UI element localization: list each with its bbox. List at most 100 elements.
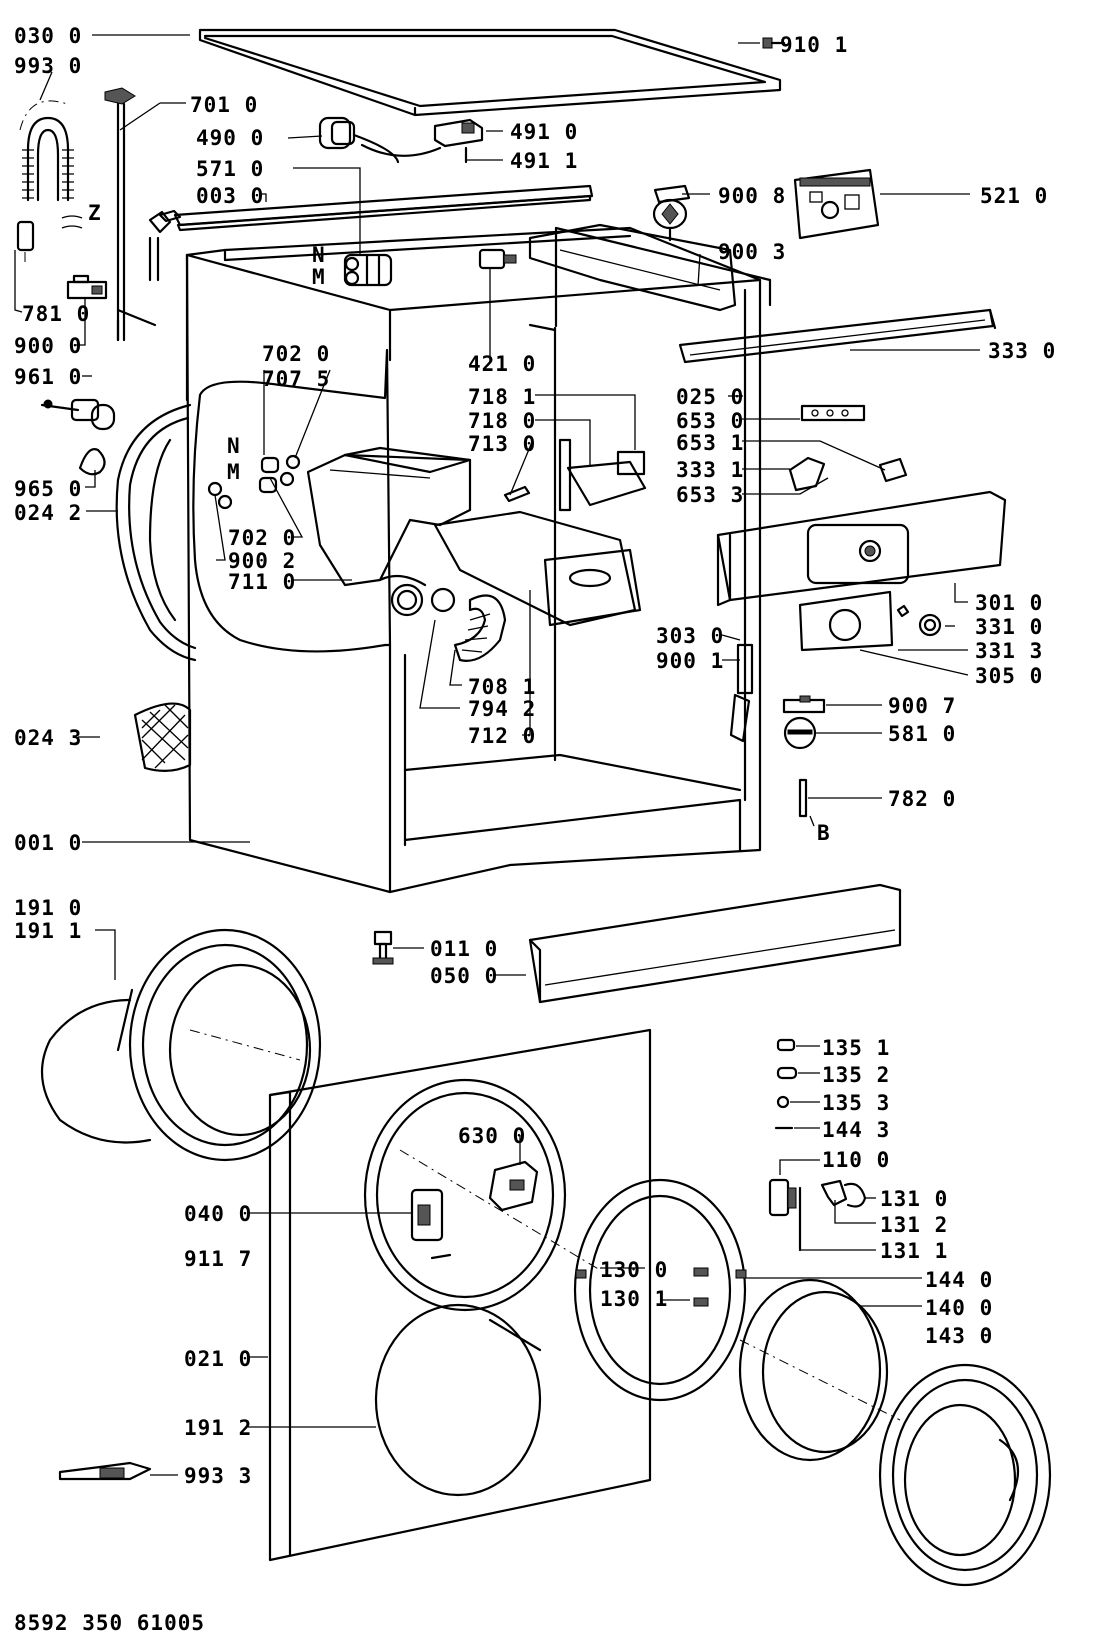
label-707-5: 707 5	[262, 367, 330, 391]
label-490-0: 490 0	[196, 126, 264, 150]
door-gasket-drawing	[40, 928, 322, 1162]
label-630-0: 630 0	[458, 1124, 526, 1148]
label-491-0: 491 0	[510, 120, 578, 144]
label-993-3: 993 3	[184, 1464, 252, 1488]
label-900-7: 900 7	[888, 694, 956, 718]
cable-clamp-drawing	[433, 118, 484, 164]
handle-parts-drawing	[768, 1178, 867, 1252]
bellows-hose-drawing	[430, 587, 507, 662]
label-708-1: 708 1	[468, 675, 536, 699]
label-040-0: 040 0	[184, 1202, 252, 1226]
label-131-1: 131 1	[880, 1239, 948, 1263]
label-130-1: 130 1	[600, 1287, 668, 1311]
label-331-0: 331 0	[975, 615, 1043, 639]
label-135-2: 135 2	[822, 1063, 890, 1087]
door-lock-drawing	[488, 1160, 539, 1212]
document-code: 8592 350 61005	[14, 1611, 205, 1635]
label-782-0: 782 0	[888, 787, 956, 811]
label-140-0: 140 0	[925, 1296, 993, 1320]
label-900-8: 900 8	[718, 184, 786, 208]
part-labels: 030 0 993 0 701 0 490 0 491 0 491 1 571 …	[14, 24, 1055, 1635]
marker-m-valve: M	[312, 265, 326, 289]
foot-drawing	[372, 930, 394, 965]
label-571-0: 571 0	[196, 157, 264, 181]
label-130-0: 130 0	[600, 1258, 668, 1282]
pressure-switch-drawing	[782, 695, 826, 750]
hose-hook-drawing	[16, 100, 83, 265]
label-191-2: 191 2	[184, 1416, 252, 1440]
label-993-0: 993 0	[14, 54, 82, 78]
small-parts-drawing	[774, 1038, 798, 1130]
label-135-1: 135 1	[822, 1036, 890, 1060]
label-718-1: 718 1	[468, 385, 536, 409]
label-965-0: 965 0	[14, 477, 82, 501]
label-900-3: 900 3	[718, 240, 786, 264]
inlet-hose-drawing	[116, 210, 172, 342]
marker-n-tube: N	[227, 434, 241, 458]
label-781-0: 781 0	[22, 302, 90, 326]
label-653-3: 653 3	[676, 483, 744, 507]
control-board-drawing	[793, 168, 880, 240]
screw-910-drawing	[762, 37, 786, 49]
label-333-1: 333 1	[676, 458, 744, 482]
kickplate-drawing	[528, 883, 902, 1004]
label-050-0: 050 0	[430, 964, 498, 988]
label-331-3: 331 3	[975, 639, 1043, 663]
spanner-tool-drawing	[58, 1461, 152, 1481]
tube-782-drawing	[798, 778, 808, 818]
label-011-0: 011 0	[430, 937, 498, 961]
marker-b: B	[817, 821, 831, 845]
label-025-0: 025 0	[676, 385, 744, 409]
label-024-2: 024 2	[14, 501, 82, 525]
label-581-0: 581 0	[888, 722, 956, 746]
label-135-3: 135 3	[822, 1091, 890, 1115]
dispenser-housing-drawing	[306, 446, 472, 617]
label-143-0: 143 0	[925, 1324, 993, 1348]
label-653-1: 653 1	[676, 431, 744, 455]
label-910-1: 910 1	[780, 33, 848, 57]
label-702-0-top: 702 0	[262, 342, 330, 366]
label-131-2: 131 2	[880, 1213, 948, 1237]
label-301-0: 301 0	[975, 591, 1043, 615]
rear-strip-drawing	[158, 184, 594, 232]
label-191-1: 191 1	[14, 919, 82, 943]
label-794-2: 794 2	[468, 697, 536, 721]
door-frame-drawing	[573, 1178, 747, 1402]
drain-hose-drawing	[104, 87, 136, 342]
label-144-3: 144 3	[822, 1118, 890, 1142]
part-900-8-drawing	[652, 184, 691, 242]
knob-plate-drawing	[798, 590, 942, 652]
rear-panel-drawing	[115, 403, 197, 662]
label-712-0: 712 0	[468, 724, 536, 748]
control-panel-drawing	[716, 490, 1007, 607]
glass-191-2-drawing	[374, 1303, 542, 1497]
grille-drawing	[133, 702, 192, 772]
lever-303-drawing	[729, 643, 754, 743]
label-030-0: 030 0	[14, 24, 82, 48]
label-701-0: 701 0	[190, 93, 258, 117]
label-110-0: 110 0	[822, 1148, 890, 1172]
leader-lines	[14, 34, 990, 1476]
valve-drawing	[343, 253, 393, 287]
power-cord-drawing	[318, 116, 442, 164]
hinge-drawing	[410, 1188, 452, 1260]
rail-333-drawing	[678, 308, 997, 364]
label-711-0: 711 0	[228, 570, 296, 594]
label-900-1: 900 1	[656, 649, 724, 673]
label-713-0: 713 0	[468, 432, 536, 456]
label-421-0: 421 0	[468, 352, 536, 376]
label-911-7: 911 7	[184, 1247, 252, 1271]
label-521-0: 521 0	[980, 184, 1048, 208]
bracket-parts-drawing	[788, 404, 908, 492]
label-303-0: 303 0	[656, 624, 724, 648]
outer-frame-drawing	[878, 1363, 1052, 1587]
hose-clamp-drawing	[66, 274, 108, 300]
label-191-0: 191 0	[14, 896, 82, 920]
top-cover-drawing	[198, 28, 782, 117]
drawer-parts-drawing	[503, 438, 647, 512]
label-900-0: 900 0	[14, 334, 82, 358]
glass-bowl-drawing	[738, 1278, 901, 1462]
pump-drawing	[40, 398, 116, 431]
label-961-0: 961 0	[14, 365, 82, 389]
